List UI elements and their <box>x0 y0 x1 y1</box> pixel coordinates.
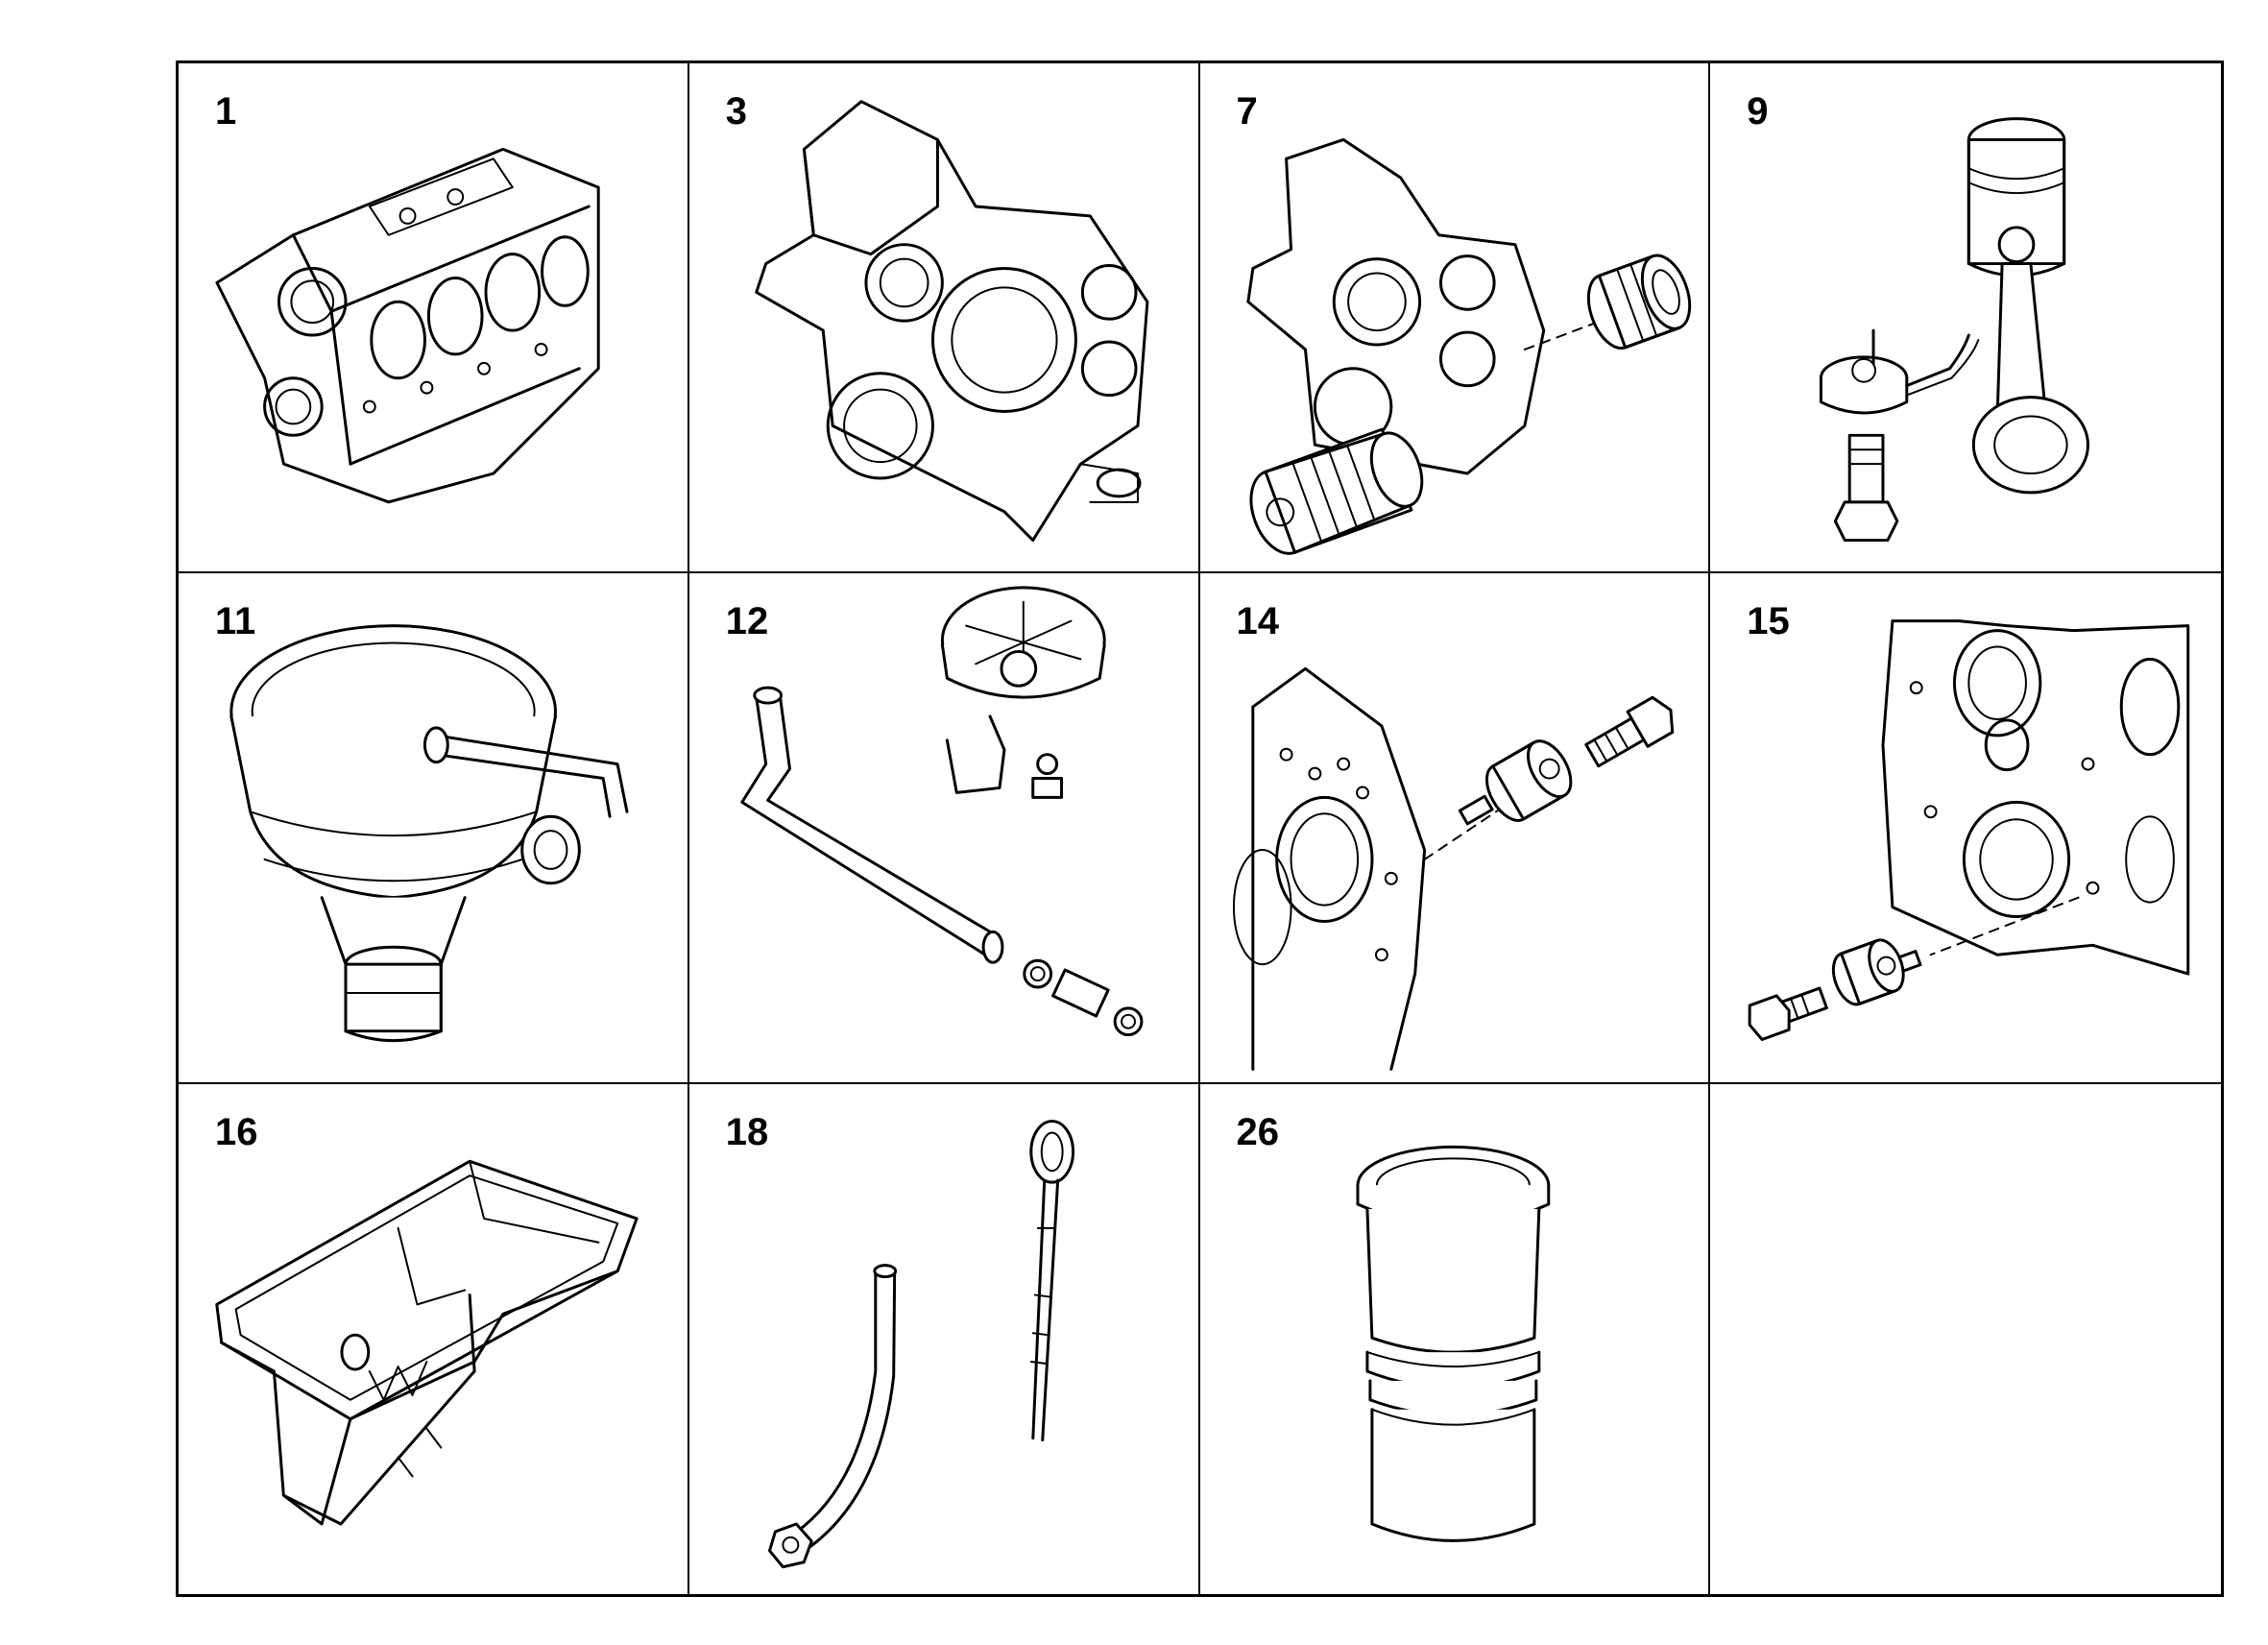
part-number: 18 <box>725 1110 769 1153</box>
part-number: 15 <box>1747 600 1790 643</box>
part-cell-7[interactable]: 7 <box>1199 63 1711 574</box>
oil-filler-housing-illustration <box>229 624 629 1043</box>
dipstick-illustration <box>767 1119 1074 1568</box>
part-cell-11[interactable]: 11 <box>179 573 689 1084</box>
block-rear-plug-illustration <box>1748 619 2190 1042</box>
part-number: 3 <box>725 90 747 133</box>
part-cell-3[interactable]: 3 <box>688 63 1200 574</box>
part-number: 11 <box>215 600 256 643</box>
part-number: 14 <box>1236 600 1280 643</box>
part-number: 26 <box>1236 1110 1280 1153</box>
cylinder-liner-illustration <box>1356 1145 1550 1542</box>
part-number: 12 <box>725 600 769 643</box>
empty-cell <box>1710 1084 2221 1594</box>
part-number: 16 <box>215 1110 258 1153</box>
timing-case-with-seals-illustration <box>1245 137 1691 555</box>
parts-grid: 1 3 7 <box>176 60 2224 1597</box>
part-cell-15[interactable]: 15 <box>1710 573 2221 1084</box>
part-number: 1 <box>215 90 237 133</box>
breather-pipe-illustration <box>740 586 1144 1037</box>
engine-block-illustration <box>215 147 600 504</box>
part-cell-26[interactable]: 26 <box>1200 1083 1711 1594</box>
part-cell-14[interactable]: 14 <box>1199 573 1711 1084</box>
part-cell-16[interactable]: 16 <box>179 1083 689 1594</box>
part-cell-12[interactable]: 12 <box>688 573 1200 1084</box>
part-number: 9 <box>1747 90 1769 133</box>
part-cell-18[interactable]: 18 <box>689 1083 1200 1594</box>
part-cell-9[interactable]: 9 <box>1710 63 2221 574</box>
part-cell-1[interactable]: 1 <box>179 63 689 574</box>
block-plug-illustration <box>1232 667 1674 1072</box>
piston-and-connecting-rod-illustration <box>1820 117 2090 543</box>
timing-case-illustration <box>754 100 1149 543</box>
part-number: 7 <box>1236 90 1258 133</box>
oil-pan-illustration <box>215 1159 639 1526</box>
